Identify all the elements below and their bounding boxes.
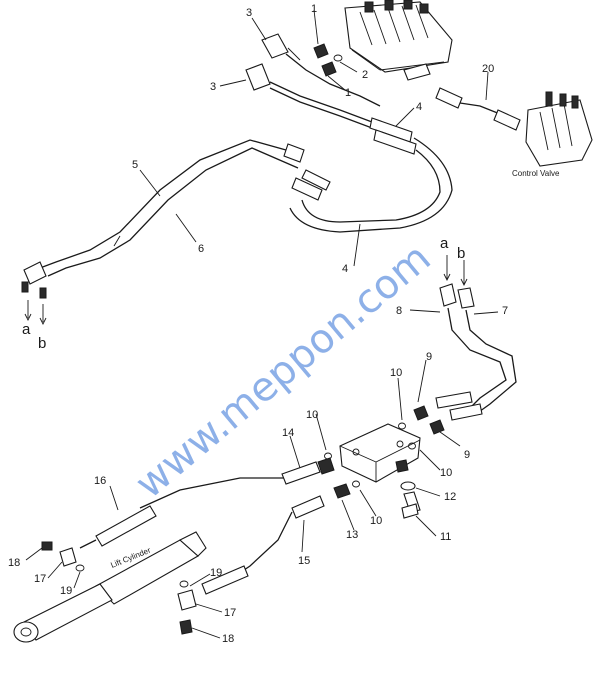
- callout-2: 2: [362, 69, 368, 81]
- callout-6: 6: [198, 243, 204, 255]
- pipe-5: [39, 139, 287, 269]
- left-end-fittings: [21, 261, 47, 326]
- callout-4: 4: [342, 263, 348, 275]
- hose-4: [289, 117, 453, 233]
- callout-10: 10: [306, 409, 318, 421]
- callout-19: 19: [60, 585, 72, 597]
- adapter-1-upper: [313, 43, 329, 59]
- hose-16: [79, 505, 157, 549]
- lift-cylinder: [13, 531, 207, 643]
- auxiliary-control-valve: [525, 91, 593, 167]
- elbow-fitting-3-lower: [245, 63, 271, 91]
- callout-14: 14: [282, 427, 294, 439]
- callout-16: 16: [94, 475, 106, 487]
- callout-17: 17: [224, 607, 236, 619]
- callout-3: 3: [210, 81, 216, 93]
- callout-12: 12: [444, 491, 456, 503]
- letter-a-right: a: [440, 235, 449, 252]
- callout-19: 19: [210, 567, 222, 579]
- fitting-17-18-19-bottom: [177, 580, 197, 635]
- letter-b-left: b: [38, 335, 46, 352]
- callout-9: 9: [464, 449, 470, 461]
- plug-12: [400, 481, 416, 491]
- callout-10: 10: [440, 467, 452, 479]
- callout-10: 10: [390, 367, 402, 379]
- callout-20: 20: [482, 63, 494, 75]
- connection-letters: a b a b: [22, 235, 465, 352]
- callout-15: 15: [298, 555, 310, 567]
- connector-block: [339, 423, 421, 483]
- fitting-17-18-19-left: [41, 541, 85, 572]
- callout-numbers: 3 1 3 1 2 4 20 5 6 4 8 7 10 9 9 10 10 14…: [8, 3, 508, 645]
- elbow-fitting-3-upper: [261, 33, 301, 61]
- callout-8: 8: [396, 305, 402, 317]
- leader-lines: [25, 9, 499, 639]
- callout-13: 13: [346, 529, 358, 541]
- callout-18: 18: [222, 633, 234, 645]
- callout-9: 9: [426, 351, 432, 363]
- control-valve-caption: Control Valve: [512, 169, 560, 178]
- callout-1: 1: [311, 3, 317, 15]
- callout-3: 3: [246, 7, 252, 19]
- letter-a-left: a: [22, 321, 31, 338]
- callout-7: 7: [502, 305, 508, 317]
- pipe-6: [47, 147, 299, 277]
- letter-b-right: b: [457, 245, 465, 262]
- main-control-valve-assembly: [344, 0, 453, 81]
- o-ring-2: [333, 54, 343, 62]
- callout-18: 18: [8, 557, 20, 569]
- callout-4: 4: [416, 101, 422, 113]
- hose-14: [139, 461, 321, 509]
- callout-1: 1: [345, 87, 351, 99]
- connection-pipes-7-8: [435, 255, 517, 421]
- adapter-1-lower: [321, 61, 337, 77]
- callout-17: 17: [34, 573, 46, 585]
- elbow-11: [401, 491, 421, 519]
- callout-11: 11: [440, 531, 451, 543]
- hose-20: [435, 87, 521, 131]
- callout-5: 5: [132, 159, 138, 171]
- callout-10: 10: [370, 515, 382, 527]
- hose-15: [201, 495, 325, 595]
